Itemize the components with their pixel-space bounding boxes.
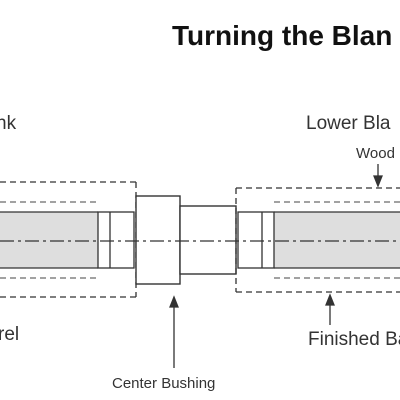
diagram-title: Turning the Blan (172, 20, 392, 51)
right-barrel-edges (274, 211, 400, 269)
finished-barrel-label: Finished Ba (308, 329, 400, 350)
right-inner-bushing (237, 211, 275, 269)
finished-barrel-arrow (325, 293, 335, 325)
center-bushing-arrow (169, 295, 179, 368)
wood-label: Wood (356, 145, 395, 162)
right-wood-blank-outline (235, 187, 400, 293)
right-barrel-dashed-edges (274, 201, 400, 279)
center-bushing (135, 195, 237, 285)
left-barrel-tube (0, 212, 98, 268)
left-barrel-edges (0, 211, 98, 269)
right-barrel-tube (274, 212, 400, 268)
barrel-label: rel (0, 324, 19, 345)
wood-arrow (373, 164, 383, 188)
left-inner-bushing (97, 211, 135, 269)
center-bushing-label: Center Bushing (112, 375, 215, 392)
lower-blank-label: Lower Bla (306, 113, 391, 134)
left-barrel-dashed-edges (0, 201, 98, 279)
upper-blank-label: nk (0, 113, 17, 134)
